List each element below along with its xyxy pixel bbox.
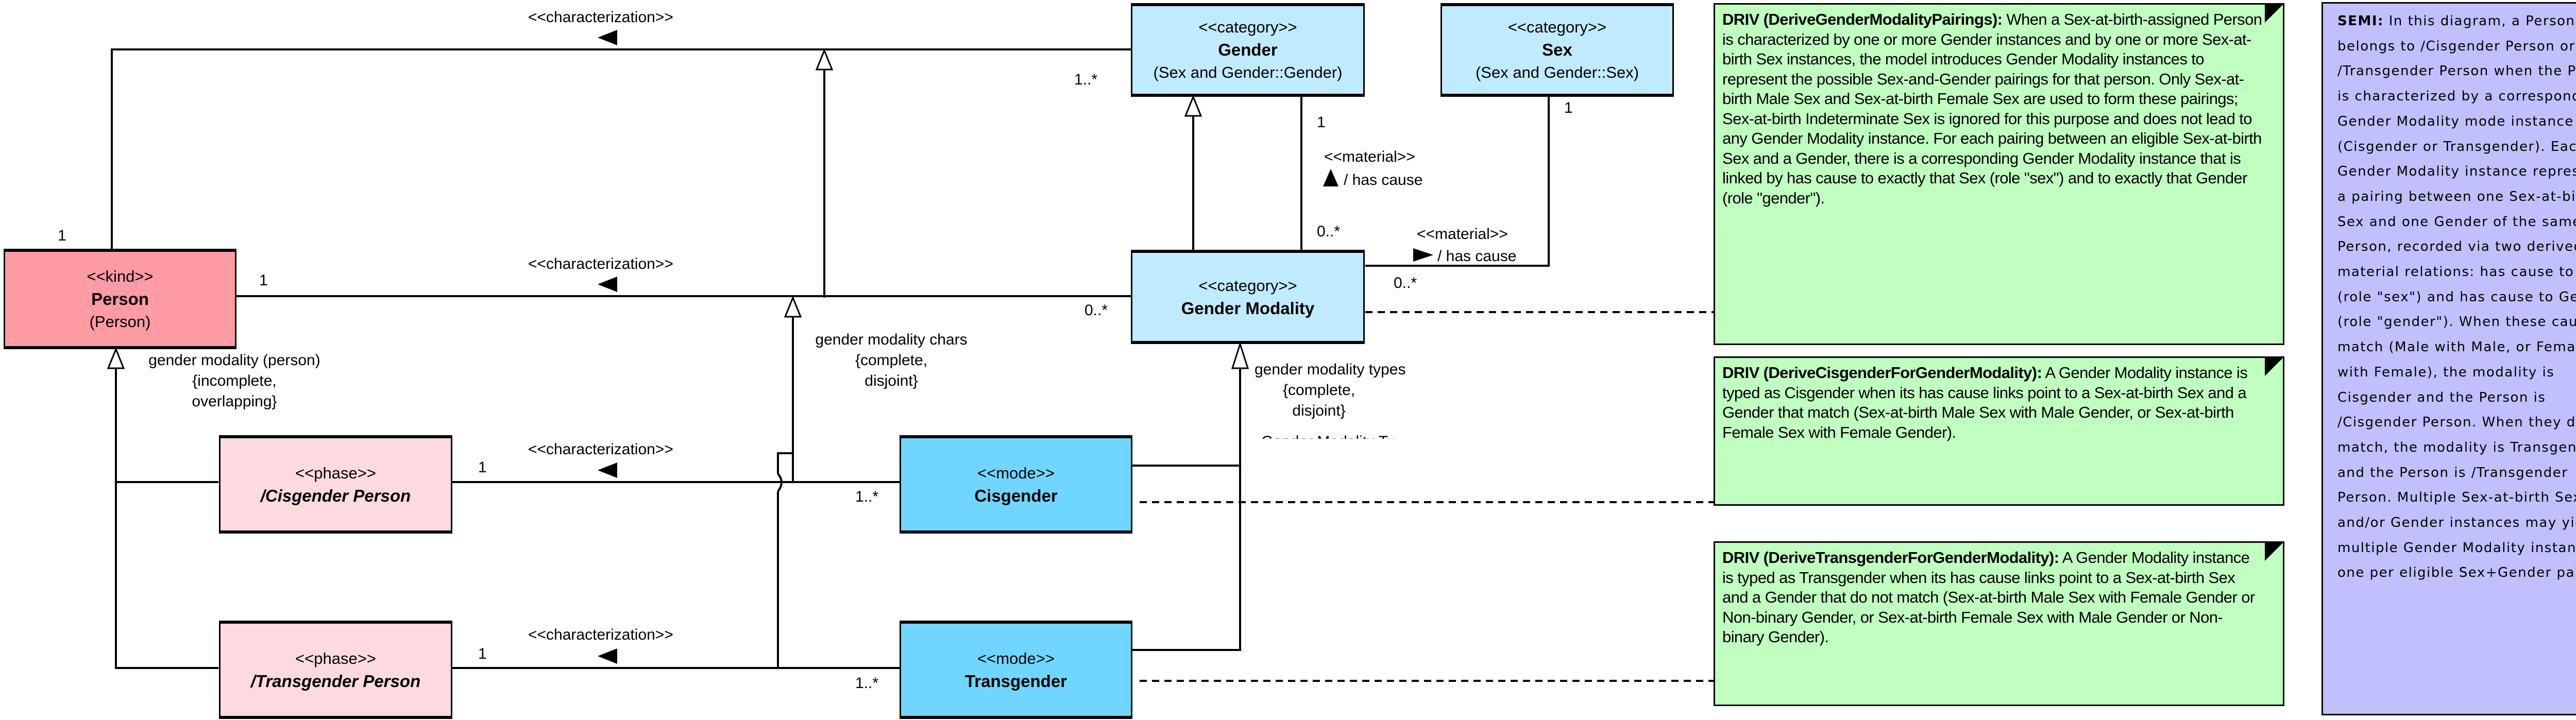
class-subtitle: (Sex and Gender::Sex) [1475, 63, 1639, 81]
genset-name: gender modality (person) [148, 352, 320, 369]
note-title: DRIV (DeriveCisgenderForGenderModality): [1722, 364, 2042, 382]
multiplicity: 1..* [1074, 71, 1098, 88]
note-body: In this diagram, a Person belongs to /Ci… [2337, 13, 2576, 581]
assoc-gm-sex-material[interactable] [1365, 96, 1550, 267]
class-cisgender[interactable]: <<mode>> Cisgender [900, 435, 1132, 534]
direction-arrow-icon [1413, 248, 1433, 262]
assoc-stereotype: <<characterization>> [528, 441, 673, 458]
direction-arrow-icon [1323, 169, 1338, 186]
stereotype: <<category>> [1507, 18, 1607, 36]
assoc-person-gender[interactable] [111, 48, 1132, 249]
genset-constraint: disjoint} [1292, 402, 1346, 419]
class-name: Sex [1542, 40, 1572, 59]
class-person[interactable]: <<kind>> Person (Person) [4, 249, 236, 349]
direction-arrow-icon [598, 648, 617, 664]
multiplicity: 1 [1317, 114, 1326, 131]
note-fold-icon [2265, 541, 2284, 561]
note-derive-pairings[interactable]: DRIV (DeriveGenderModalityPairings): Whe… [1714, 3, 2284, 345]
assoc-stereotype: <<characterization>> [528, 255, 673, 272]
genset-truncated-label: Gender Modality Types [1261, 432, 1395, 439]
direction-arrow-icon [598, 277, 617, 292]
assoc-stereotype: <<characterization>> [528, 9, 673, 26]
genset-types: gender modality types {complete, disjoin… [1255, 359, 1406, 421]
multiplicity: 1 [1564, 99, 1573, 116]
multiplicity: 1..* [855, 488, 879, 505]
note-title: DRIV (DeriveTransgenderForGenderModality… [1722, 548, 2059, 567]
generalization-arrow-icon [1231, 341, 1249, 369]
assoc-stereotype: <<material>> [1324, 148, 1415, 165]
class-gender[interactable]: <<category>> Gender (Sex and Gender::Gen… [1131, 3, 1365, 97]
class-name: /Cisgender Person [260, 486, 411, 505]
generalization-arrow-icon [1184, 95, 1202, 117]
note-derive-transgender[interactable]: DRIV (DeriveTransgenderForGenderModality… [1714, 541, 2284, 706]
class-gender-modality[interactable]: <<category>> Gender Modality [1131, 250, 1365, 344]
note-fold-icon [2265, 356, 2284, 376]
stereotype: <<category>> [1198, 276, 1297, 295]
assoc-stereotype: <<characterization>> [528, 626, 673, 643]
class-subtitle: (Sex and Gender::Gender) [1153, 63, 1343, 81]
multiplicity: 0..* [1394, 275, 1417, 292]
genset-constraint: {complete, [855, 352, 928, 369]
class-name: /Transgender Person [250, 671, 421, 691]
assoc-stereotype: <<material>> [1417, 226, 1508, 243]
note-derive-cisgender[interactable]: DRIV (DeriveCisgenderForGenderModality):… [1714, 356, 2284, 506]
gen-person-line[interactable] [115, 368, 218, 669]
class-name: Person [91, 289, 149, 308]
genset-person: gender modality (person) {incomplete, ov… [137, 350, 332, 412]
note-semantics[interactable]: SEMI: In this diagram, a Person belongs … [2321, 2, 2576, 715]
class-sex[interactable]: <<category>> Sex (Sex and Gender::Sex) [1440, 3, 1674, 97]
stereotype: <<category>> [1198, 18, 1297, 36]
multiplicity: 1 [259, 272, 268, 289]
genset-name: gender modality types [1255, 361, 1406, 378]
genset-constraint: {incomplete, [192, 372, 277, 389]
direction-arrow-icon [598, 462, 617, 478]
note-body: When a Sex-at-birth-assigned Person is c… [1722, 10, 2262, 207]
multiplicity: 1 [478, 645, 487, 662]
gen-types-line-trans[interactable] [1132, 368, 1241, 651]
class-cisgender-person[interactable]: <<phase>> /Cisgender Person [219, 435, 452, 534]
genset-name: gender modality chars [815, 331, 968, 348]
stereotype: <<phase>> [295, 464, 376, 482]
class-transgender[interactable]: <<mode>> Transgender [900, 621, 1132, 719]
class-name: Cisgender [974, 486, 1058, 505]
multiplicity: 1 [478, 459, 487, 476]
class-name: Gender [1218, 40, 1278, 59]
stereotype: <<mode>> [977, 464, 1055, 482]
multiplicity: 0..* [1317, 223, 1341, 240]
genset-constraint: overlapping} [192, 393, 277, 410]
note-title: DRIV (DeriveGenderModalityPairings): [1722, 10, 2003, 28]
class-transgender-person[interactable]: <<phase>> /Transgender Person [219, 621, 452, 719]
genset-constraint: disjoint} [865, 372, 918, 389]
gen-chars-line[interactable] [777, 317, 794, 474]
stereotype: <<mode>> [977, 649, 1055, 667]
multiplicity: 1 [58, 227, 66, 244]
assoc-name: / has cause [1437, 248, 1517, 265]
generalization-arrow-icon [784, 296, 802, 318]
note-fold-icon [2265, 3, 2284, 23]
class-subtitle: (Person) [89, 312, 151, 331]
multiplicity: 1..* [855, 675, 879, 692]
class-name: Transgender [964, 671, 1067, 691]
note-body: A Gender Modality instance is typed as T… [1722, 548, 2255, 646]
assoc-name: / has cause [1344, 172, 1423, 188]
stereotype: <<kind>> [87, 267, 154, 285]
genset-types-truncated: Gender Modality Types [1261, 432, 1395, 439]
genset-constraint: {complete, [1282, 382, 1355, 399]
generalization-arrow-icon [107, 347, 125, 369]
multiplicity: 0..* [1084, 302, 1108, 319]
class-name: Gender Modality [1181, 298, 1315, 318]
direction-arrow-icon [598, 30, 617, 45]
generalization-arrow-icon [815, 48, 834, 71]
note-title: SEMI: [2337, 13, 2384, 29]
genset-chars: gender modality chars {complete, disjoin… [806, 330, 976, 391]
note-body: A Gender Modality instance is typed as C… [1722, 364, 2248, 441]
stereotype: <<phase>> [295, 649, 376, 667]
